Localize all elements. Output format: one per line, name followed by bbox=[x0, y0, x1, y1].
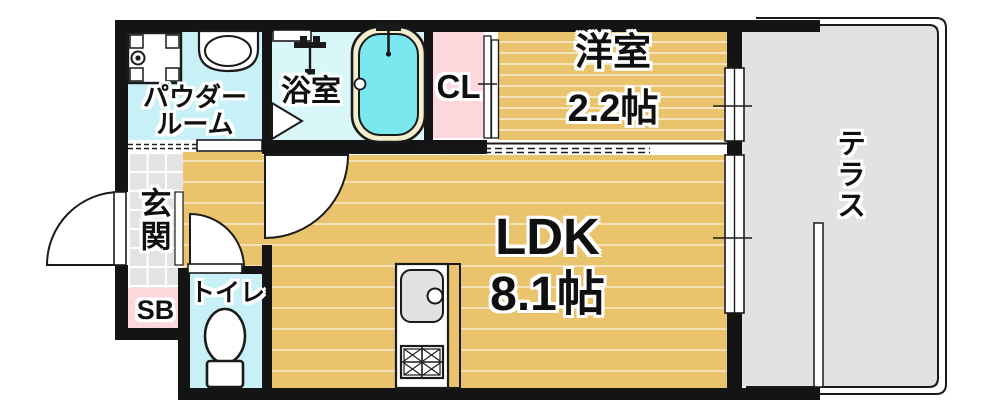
toilet-icon bbox=[203, 307, 247, 389]
toilet-label: トイレ bbox=[190, 279, 266, 307]
ldk-size: 8.1帖 bbox=[490, 268, 605, 321]
western-room-label: 洋室 bbox=[574, 32, 651, 74]
terrace-divider bbox=[813, 222, 824, 388]
window-western bbox=[713, 67, 752, 142]
room-western bbox=[498, 32, 727, 141]
closet-doors bbox=[478, 35, 500, 139]
powder-room-label: パウダー ルーム bbox=[142, 82, 247, 140]
bath-shelf-icon bbox=[272, 29, 312, 42]
window-ldk-terrace bbox=[713, 154, 752, 314]
bathroom-label: 浴室 bbox=[281, 75, 341, 108]
walls bbox=[115, 20, 820, 400]
terrace-label: テラス bbox=[832, 127, 865, 221]
bathroom-door-icon bbox=[271, 101, 304, 141]
shower-icon bbox=[294, 36, 326, 75]
washing-machine-icon bbox=[126, 31, 183, 85]
kitchen-sink-icon bbox=[400, 269, 444, 323]
sink-icon bbox=[197, 29, 260, 73]
room-closet bbox=[433, 32, 484, 138]
bathtub-icon bbox=[350, 23, 427, 144]
ldk-door bbox=[264, 154, 350, 240]
room-terrace bbox=[742, 26, 938, 386]
closet-label: CL bbox=[436, 68, 481, 105]
partition-track bbox=[418, 142, 727, 154]
terrace-outline bbox=[746, 17, 947, 395]
ldk-label: LDK bbox=[495, 208, 600, 265]
entrance-label: 玄関 bbox=[135, 187, 171, 253]
powder-sliding-door bbox=[128, 139, 263, 152]
western-room-size: 2.2帖 bbox=[567, 88, 659, 130]
room-entrance bbox=[128, 152, 183, 288]
toilet-door bbox=[187, 212, 246, 274]
shoebox-label: SB bbox=[136, 295, 175, 325]
stove-icon bbox=[399, 344, 445, 380]
room-shoebox bbox=[128, 288, 183, 328]
kitchen-icon bbox=[394, 262, 461, 390]
entrance-door bbox=[45, 190, 184, 266]
